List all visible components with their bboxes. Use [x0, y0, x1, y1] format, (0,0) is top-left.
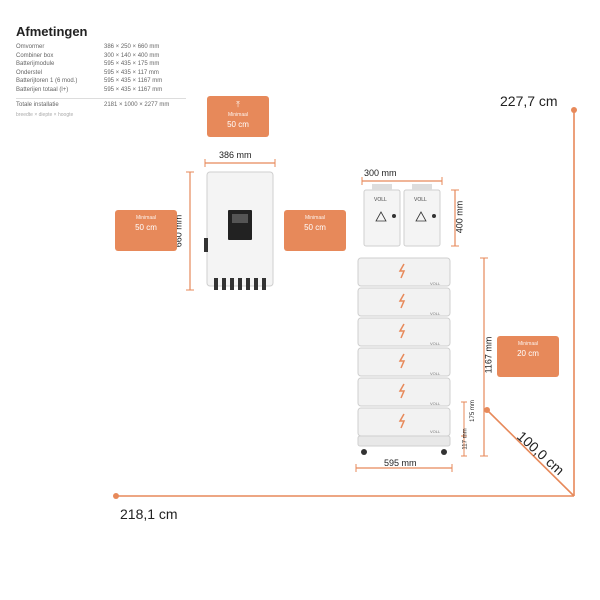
clearance-label: Minimaal: [517, 341, 538, 347]
spec-row: Combiner box 300 × 140 × 400 mm: [16, 52, 206, 61]
spec-row: Batterijen totaal (l+) 595 × 435 × 1167 m…: [16, 86, 206, 95]
spec-label: Batterijen totaal (l+): [16, 86, 69, 93]
total-depth-line: [486, 409, 575, 497]
arrow-up-icon: ⤒: [236, 100, 240, 109]
clearance-side-box: Minimaal 20 cm: [497, 336, 559, 377]
total-height-label: 227,7 cm: [500, 93, 558, 109]
combiner-width-label: 300 mm: [364, 168, 397, 178]
module-height-label: 175 mm: [469, 400, 476, 422]
spec-label: Omvormer: [16, 44, 45, 50]
clearance-value: 50 cm: [227, 120, 249, 129]
spec-note: breedte × diepte × hoogte: [16, 112, 74, 119]
page-title: Afmetingen: [16, 24, 88, 39]
spec-row: Omvormer 386 × 250 × 660 mm: [16, 43, 206, 52]
spec-total-row: Totale installatie 2181 × 1000 × 2277 mm: [16, 101, 206, 110]
spec-table: Omvormer 386 × 250 × 660 mm Combiner box 3…: [16, 43, 206, 118]
spec-label: Combiner box: [16, 52, 54, 59]
base-height-label: 117 mm: [462, 428, 469, 450]
spec-divider: [16, 97, 186, 99]
clearance-top-box: ⤒ Minimaal 50 cm: [207, 96, 269, 137]
combiner-height-label: 400 mm: [454, 200, 465, 234]
spec-value: 595 × 435 × 1167 mm: [104, 78, 163, 85]
battery-brand: VOLL: [430, 281, 441, 286]
clearance-left-box: Minimaal 50 cm: [115, 210, 177, 251]
battery-width-label: 595 mm: [384, 458, 417, 468]
spec-value: 300 × 140 × 400 mm: [104, 52, 160, 59]
clearance-value: 20 cm: [517, 349, 539, 358]
battery-brand: VOLL: [430, 341, 441, 346]
clearance-label: Minimaal: [227, 112, 248, 118]
spec-row: Onderstel 595 × 435 × 117 mm: [16, 69, 206, 78]
spec-value: 595 × 435 × 1167 mm: [104, 86, 163, 93]
spec-row: Batterijtoren 1 (6 mod.) 595 × 435 × 1167…: [16, 77, 206, 86]
battery-tower: [357, 257, 451, 455]
clearance-right-box: Minimaal 50 cm: [284, 210, 346, 251]
spec-label: Onderstel: [16, 69, 43, 76]
battery-height-label: 1167 mm: [483, 336, 494, 374]
total-height-dot: [571, 107, 577, 113]
battery-brand: VOLL: [430, 311, 441, 316]
spec-label: Batterijmodule: [16, 61, 55, 68]
combiner-brand: VOLL: [374, 197, 387, 203]
clearance-value: 50 cm: [135, 223, 157, 232]
battery-brand: VOLL: [430, 401, 441, 406]
battery-brand: VOLL: [430, 429, 441, 434]
total-depth-dot: [484, 407, 490, 413]
spec-value: 595 × 435 × 175 mm: [104, 61, 160, 68]
battery-brand: VOLL: [430, 371, 441, 376]
total-width-label: 218,1 cm: [120, 506, 178, 522]
combiner-boxes: [363, 184, 441, 247]
inverter-width-label: 386 mm: [219, 150, 252, 160]
inverter: [204, 171, 274, 290]
clearance-value: 50 cm: [304, 223, 326, 232]
clearance-label: Minimaal: [304, 215, 325, 221]
spec-total-label: Totale installatie: [16, 101, 59, 108]
spec-value: 595 × 435 × 117 mm: [104, 69, 159, 76]
spec-value: 386 × 250 × 660 mm: [104, 44, 160, 50]
total-width-dot: [113, 493, 119, 499]
combiner-brand: VOLL: [414, 197, 427, 203]
spec-total-value: 2181 × 1000 × 2277 mm: [104, 101, 170, 108]
spec-row: Batterijmodule 595 × 435 × 175 mm: [16, 60, 206, 69]
clearance-label: Minimaal: [135, 215, 156, 221]
spec-label: Batterijtoren 1 (6 mod.): [16, 78, 78, 85]
